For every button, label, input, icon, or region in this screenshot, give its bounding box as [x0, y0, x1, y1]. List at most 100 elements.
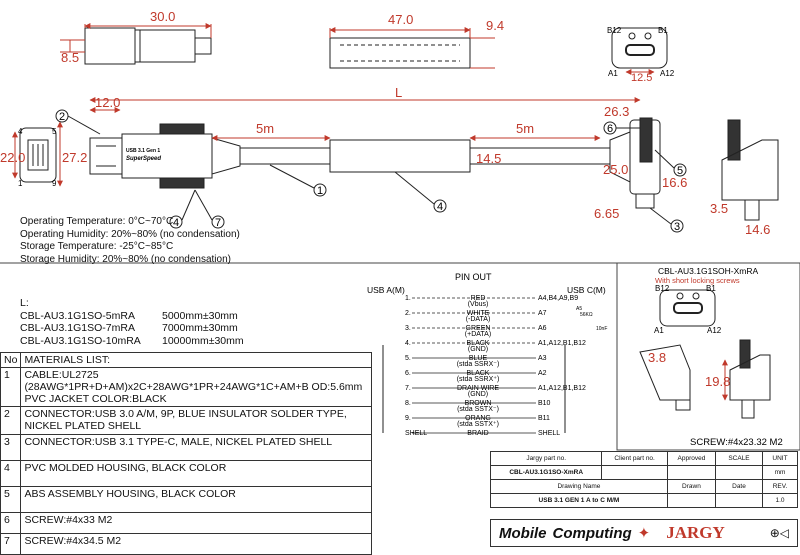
tb-approved: Approved [666, 451, 717, 466]
usba-pin-1: 1 [18, 179, 23, 188]
type-c-front-view [611, 27, 668, 75]
pin-c: B11 [538, 415, 550, 422]
callout-7: 7 [215, 217, 221, 229]
pin-sub: (stda SSTX⁺) [457, 421, 499, 428]
usb-a-end-view [12, 121, 63, 187]
pinout-row: 2.WHITE(-DATA)A7 [405, 310, 547, 323]
usb-a-top-view [60, 23, 212, 65]
length-value: 5000mm±30mm [162, 309, 238, 322]
pin-name: ORANG [465, 415, 491, 422]
pin-name: BLACK [467, 370, 490, 377]
tb-date: Date [715, 479, 763, 494]
label-a1-top: A1 [608, 69, 618, 78]
tb-part-no: CBL-AU3.1G1SO-XmRA [489, 465, 603, 480]
pinout-row: 7.DRAIN WIRE(GND)A1,A12,B1,B12 [405, 385, 586, 398]
materials-no: 1 [0, 367, 22, 407]
length-part: CBL-AU3.1G1SO-5mRA [20, 309, 135, 322]
dim-6-65: 6.65 [594, 206, 619, 221]
pin-a: 8. [405, 400, 411, 407]
label-b12-top: B12 [607, 26, 622, 35]
overmold-top-view [329, 27, 495, 69]
pin-name: BLUE [469, 355, 488, 362]
pin-sub: (+DATA) [465, 331, 491, 338]
materials-text: CONNECTOR:USB 3.0 A/M, 9P, BLUE INSULATO… [20, 406, 372, 435]
pin-c: B10 [538, 400, 551, 407]
label-a12-top: A12 [660, 69, 675, 78]
pin-a: 1. [405, 295, 411, 302]
pinout-resistor: A5 [576, 306, 582, 312]
tb-rev: REV. [762, 479, 798, 494]
pinout-row: 4.BLACK(GND)A1,A12,B1,B12 [405, 340, 586, 353]
dim-3-5: 3.5 [710, 201, 728, 216]
pinout-resistor-val: 56KΩ [580, 312, 593, 318]
pin-c: A7 [538, 310, 547, 317]
materials-title: MATERIALS LIST: [20, 352, 372, 368]
pin-sub: (-DATA) [466, 316, 491, 323]
dim-16-6: 16.6 [662, 175, 687, 190]
dim-19-8: 19.8 [705, 374, 730, 389]
dim-14-5: 14.5 [476, 151, 501, 166]
brand-computing: Computing [552, 524, 632, 542]
label-b1-top: B1 [658, 26, 668, 35]
tb-client-part: Client part no. [601, 451, 668, 466]
dim-25-0: 25.0 [603, 162, 628, 177]
dim-12-5: 12.5 [631, 72, 652, 84]
materials-no-header: No [0, 352, 22, 368]
dim-26-3: 26.3 [604, 104, 629, 119]
pinout-row: 1.RED(Vbus)A4,B4,A9,B9 [405, 295, 578, 308]
dim-l: L [395, 85, 402, 100]
pin-a: 5. [405, 355, 411, 362]
dim-3-8: 3.8 [648, 350, 666, 365]
note-st-temp: Storage Temperature: -25°C~85°C [20, 241, 174, 252]
pinout-cap: 10nF [596, 326, 607, 332]
pinout-row: 5.BLUE(stda SSRX⁻)A3 [405, 355, 547, 368]
length-part: CBL-AU3.1G1SO-7mRA [20, 322, 135, 334]
dim-5m-left: 5m [256, 121, 274, 136]
environment-notes: Operating Temperature: 0°C~70°C Operatin… [20, 216, 240, 266]
variant-subtitle: With short locking screws [655, 276, 740, 285]
variant-box [616, 262, 800, 451]
pin-a: 2. [405, 310, 411, 317]
cable-side-view [89, 117, 779, 221]
brand-mobile: Mobile [499, 524, 547, 542]
pin-a: 6. [405, 370, 411, 377]
dim-14-6: 14.6 [745, 222, 770, 237]
pin-a: 3. [405, 325, 411, 332]
pinout-row: 9.ORANG(stda SSTX⁺)B11 [405, 415, 550, 428]
materials-text: ABS ASSEMBLY HOUSING, BLACK COLOR [20, 486, 372, 513]
tb-unit: UNIT [762, 451, 798, 466]
variant-b12: B12 [655, 284, 670, 293]
length-part: CBL-AU3.1G1SO-10mRA [20, 334, 141, 347]
length-value: 10000mm±30mm [162, 334, 244, 347]
dim-12-0: 12.0 [95, 95, 120, 110]
pin-a: 4. [405, 340, 411, 347]
pinout-usb-a: USB A(M) [367, 285, 405, 295]
pinout-row: 8.BROWN(stda SSTX⁻)B10 [405, 400, 551, 413]
callout-2: 2 [59, 111, 65, 123]
tb-scale: SCALE [715, 451, 763, 466]
length-value: 7000mm±30mm [162, 322, 238, 334]
dim-5m-right: 5m [516, 121, 534, 136]
pinout-title: PIN OUT [455, 272, 492, 282]
pin-name: BLACK [467, 340, 490, 347]
materials-no: 6 [0, 512, 22, 534]
dim-27-2: 27.2 [62, 150, 87, 165]
note-st-humidity: Storage Humidity: 20%~80% (no condensati… [20, 253, 231, 265]
pinout-usb-c: USB C(M) [567, 285, 606, 295]
variant-a1: A1 [654, 326, 664, 335]
length-header: L: [20, 297, 29, 309]
pin-c: SHELL [538, 430, 560, 437]
note-op-humidity: Operating Humidity: 20%~80% (no condensa… [20, 228, 240, 240]
materials-no: 4 [0, 460, 22, 487]
materials-text: SCREW:#4x34.5 M2 [20, 533, 372, 555]
materials-no: 7 [0, 533, 22, 555]
materials-no: 5 [0, 486, 22, 513]
pin-name: GREEN [466, 325, 491, 332]
